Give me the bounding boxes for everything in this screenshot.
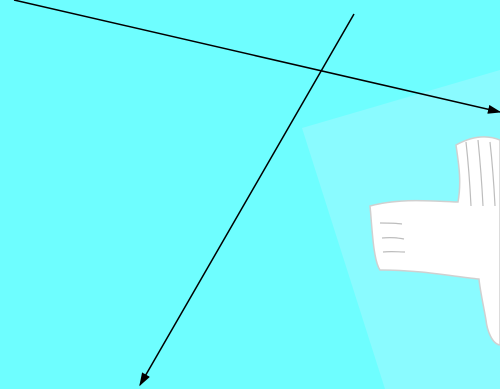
- scene-svg: [0, 0, 500, 389]
- scene-canvas: [0, 0, 500, 389]
